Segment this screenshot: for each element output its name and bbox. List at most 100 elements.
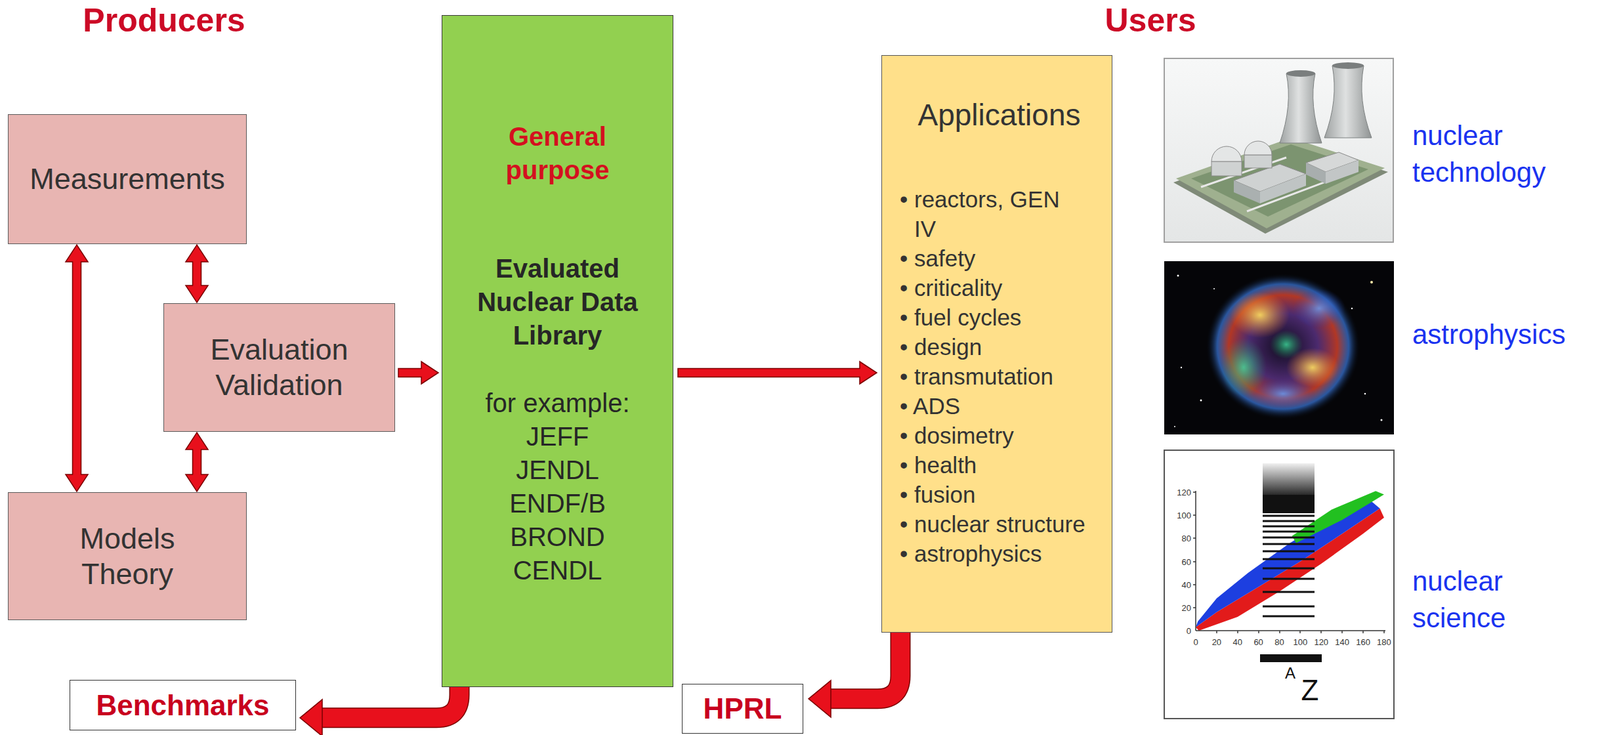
illustration-shape <box>1164 261 1394 435</box>
column-heading: Users <box>1105 1 1197 40</box>
box-text: • criticality <box>899 273 1003 303</box>
illustration-shape <box>1286 70 1316 77</box>
illustration-shape <box>1205 273 1361 421</box>
illustration-shape <box>1211 146 1242 162</box>
power-plant-photo <box>1164 58 1394 243</box>
box-text: for example: <box>484 386 630 421</box>
illustration-shape <box>1332 62 1364 69</box>
illustration-shape <box>1380 419 1383 422</box>
illustration-shape <box>1164 58 1394 243</box>
process-box: Models Theory <box>7 492 247 621</box>
axis-tick-label: 120 <box>1176 487 1192 498</box>
illustration-shape <box>1262 543 1315 546</box>
box-text: • safety <box>899 243 976 274</box>
illustration-shape <box>1370 280 1373 284</box>
box-text: CENDL <box>513 553 603 588</box>
illustration-shape <box>1324 65 1372 138</box>
illustration-shape <box>1262 515 1315 518</box>
box-text: JEFF <box>526 420 590 454</box>
illustration-shape <box>1200 399 1203 402</box>
box-text: BROND <box>509 520 605 554</box>
box-text: JENDL <box>515 453 600 487</box>
illustration-shape <box>1279 73 1322 144</box>
box-text: • health <box>899 450 977 480</box>
box-text: • nuclear structure <box>899 509 1086 539</box>
column-heading: Producers <box>82 1 245 40</box>
illustration-shape <box>1258 630 1260 634</box>
curved-arrow <box>808 632 901 718</box>
applications-box: Applications• reactors, GEN IV• safety• … <box>881 55 1113 633</box>
illustration-shape <box>1211 161 1242 176</box>
user-label: astrophysics <box>1412 318 1566 351</box>
axis-tick-label: 0 <box>1193 637 1198 648</box>
box-text: General purpose <box>505 120 610 188</box>
illustration-shape <box>1193 607 1196 609</box>
axis-tick-label: 100 <box>1176 510 1192 521</box>
axis-tick-label: 0 <box>1186 626 1192 636</box>
illustration-shape <box>1262 550 1315 553</box>
illustration-shape <box>1233 180 1261 204</box>
box-text: • fuel cycles <box>899 302 1022 333</box>
process-box: Measurements <box>7 114 247 245</box>
axis-tick-label: 80 <box>1274 637 1284 648</box>
illustration-shape <box>1262 463 1315 495</box>
mass-number-symbol: A <box>1284 664 1296 683</box>
illustration-shape <box>1237 630 1239 634</box>
axis-tick-label: 100 <box>1293 637 1308 648</box>
axis-tick-label: 160 <box>1355 637 1371 648</box>
axis-tick-label: 60 <box>1181 556 1192 567</box>
curved-arrow-outline <box>320 687 460 718</box>
illustration-shape <box>1193 584 1196 586</box>
illustration-shape <box>1195 630 1386 632</box>
box-text: • design <box>899 332 982 362</box>
process-box: Evaluation Validation <box>163 303 396 432</box>
illustration-shape <box>1213 288 1215 290</box>
illustration-shape <box>1193 561 1196 563</box>
illustration-shape <box>1262 515 1315 617</box>
box-text: Applications <box>917 96 1081 134</box>
illustration-shape <box>1262 578 1315 581</box>
block-arrow <box>185 244 209 303</box>
illustration-shape <box>1279 630 1281 634</box>
curved-arrow-head <box>808 680 831 718</box>
illustration-shape <box>1262 530 1315 533</box>
axis-tick-label: 80 <box>1181 533 1192 544</box>
illustration-shape <box>1177 274 1180 277</box>
illustration-shape <box>1262 605 1315 608</box>
illustration-shape <box>1269 330 1303 359</box>
nuclide-chart <box>1164 450 1394 719</box>
illustration-shape <box>1193 491 1196 493</box>
axis-tick-label: 60 <box>1253 637 1263 648</box>
illustration-shape <box>1193 490 1386 634</box>
illustration-shape <box>1260 654 1322 663</box>
axis-tick-label: 40 <box>1181 579 1192 590</box>
illustration-shape <box>1195 501 1381 628</box>
box-text: • reactors, GEN IV <box>899 184 1062 244</box>
box-text: Evaluation Validation <box>210 332 348 403</box>
illustration-shape <box>1351 307 1353 310</box>
box-text: • fusion <box>899 479 976 510</box>
illustration-shape <box>1216 630 1218 634</box>
box-text: Benchmarks <box>95 688 270 723</box>
hprl-box: HPRL <box>681 683 804 734</box>
axis-tick-label: 180 <box>1376 637 1392 648</box>
illustration-shape <box>1195 490 1385 631</box>
library-box: General purposeEvaluated Nuclear Data Li… <box>441 15 674 688</box>
axis-tick-label: 140 <box>1334 637 1350 648</box>
block-arrow <box>677 361 877 384</box>
illustration-shape <box>1292 288 1346 329</box>
element-symbol: Z <box>1301 673 1320 707</box>
curved-arrow-outline <box>829 632 901 699</box>
box-text: • astrophysics <box>899 538 1043 569</box>
block-arrow <box>398 361 439 384</box>
block-arrow <box>65 244 88 492</box>
illustration-shape <box>1262 558 1315 561</box>
illustration-shape <box>1244 154 1272 169</box>
axis-tick-label: 40 <box>1233 637 1243 648</box>
box-text: Evaluated Nuclear Data Library <box>462 252 653 353</box>
illustration-shape <box>1260 173 1306 204</box>
box-text: Measurements <box>29 161 226 197</box>
box-text: Models Theory <box>79 521 175 592</box>
curved-arrow-body <box>829 632 901 699</box>
